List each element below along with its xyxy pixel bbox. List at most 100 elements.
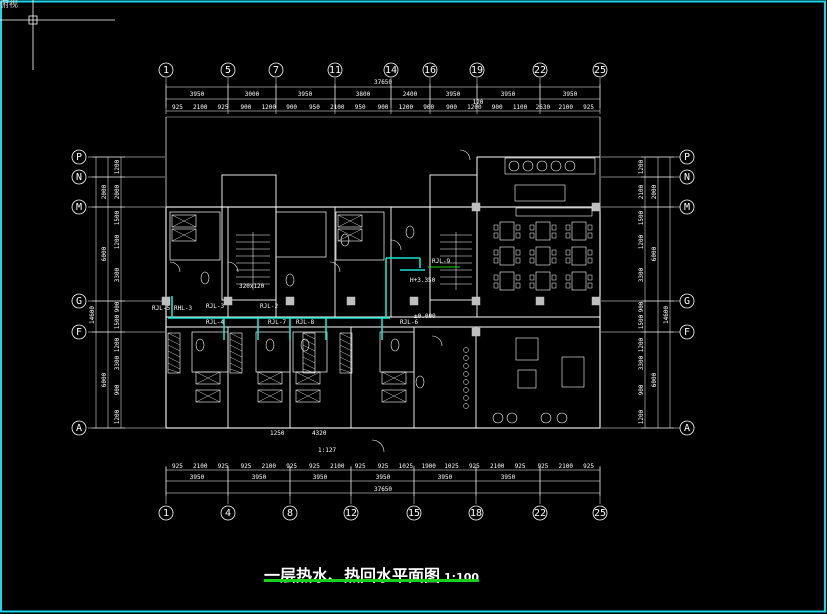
structural-column: [591, 202, 601, 212]
dim-left-detail: 2000: [114, 184, 121, 199]
dim-top-detail: 2100: [330, 104, 345, 111]
dim-left-bay: 6000: [101, 372, 108, 387]
dim-bottom-detail: 1025: [399, 463, 414, 470]
dim-bottom-detail: 2100: [193, 463, 208, 470]
riser-label: RJL-7: [268, 319, 286, 326]
dim-bottom-detail: 1900: [421, 463, 436, 470]
dim-top-bay: 3950: [190, 91, 205, 98]
axis-bubble-right: [679, 293, 695, 309]
dim-right-detail: 3300: [638, 267, 645, 282]
dim-right-detail: 1200: [638, 337, 645, 352]
axis-bubble-right-label: A: [684, 423, 690, 434]
viewport-view-label[interactable]: 俯视: [0, 0, 19, 10]
axis-bubble-top: [422, 62, 438, 78]
dim-top-detail: 900: [446, 104, 457, 111]
stair-core-wall: [221, 174, 277, 301]
dim-top-detail: 900: [241, 104, 252, 111]
dining-chair: [493, 224, 499, 231]
dim-left-bay: 2000: [101, 184, 108, 199]
axis-bubble-bottom: [592, 505, 608, 521]
structural-column: [161, 296, 171, 306]
pipe-shaft: [167, 332, 181, 340]
axis-bubble-bottom-label: 15: [408, 508, 420, 519]
pipe-shaft: [167, 356, 181, 364]
dining-table: [571, 271, 587, 291]
dim-bottom-bay: 3950: [190, 474, 205, 481]
dimension-lines: [92, 84, 674, 496]
pipe-shaft: [229, 362, 243, 370]
axis-bubble-top: [592, 62, 608, 78]
axis-bubble-bottom-label: 25: [594, 508, 606, 519]
shower-tray: [171, 214, 197, 228]
dining-chair: [565, 249, 571, 256]
toilet-fixture: [265, 338, 275, 352]
axis-bubble-bottom: [468, 505, 484, 521]
shower-tray: [171, 228, 197, 242]
dining-chair: [551, 257, 557, 264]
dining-chair: [551, 249, 557, 256]
dim-bottom-detail: 925: [537, 463, 548, 470]
dim-top-bay: 3950: [298, 91, 313, 98]
dim-bottom-detail: 2100: [330, 463, 345, 470]
dim-bottom-detail: 925: [218, 463, 229, 470]
axis-bubble-bottom-label: 4: [225, 508, 231, 519]
dining-chair: [515, 257, 521, 264]
axis-bubble-top: [469, 62, 485, 78]
dining-chair: [529, 224, 535, 231]
shower-tray: [337, 214, 363, 228]
door-swing: [431, 335, 443, 347]
drawing-scale: 1:100: [444, 571, 480, 584]
axis-bubble-right: [679, 324, 695, 340]
axis-bubble-bottom-label: 12: [345, 508, 357, 519]
planter: [463, 363, 469, 369]
toilet-fixture: [285, 273, 295, 287]
shower-tray: [337, 228, 363, 242]
toilet-fixture: [405, 225, 415, 239]
pipe-shaft: [229, 368, 243, 374]
dim-top-detail: 950: [309, 104, 320, 111]
axis-bubble-top: [383, 62, 399, 78]
pipe-shaft: [229, 332, 243, 374]
pipe-shaft: [339, 332, 353, 340]
shower-tray: [195, 371, 221, 385]
door-swing: [169, 261, 181, 273]
shower-tray: [195, 389, 221, 403]
pipe-shaft: [229, 338, 243, 346]
kitchen-counter: [504, 157, 596, 175]
axis-bubble-top-label: 16: [424, 65, 436, 76]
pipe-shaft: [229, 356, 243, 364]
planter: [463, 371, 469, 377]
axis-bubble-left: [71, 199, 87, 215]
shower-tray: [295, 371, 321, 385]
dining-chair: [551, 232, 557, 239]
shower-tray: [257, 371, 283, 385]
axis-bubble-right: [679, 420, 695, 436]
pipe-shaft: [302, 332, 316, 374]
lounge-chair: [556, 412, 568, 424]
axis-bubble-left-label: A: [76, 423, 82, 434]
dim-right-detail: 1500: [638, 314, 645, 329]
dim-right-bay: 6000: [651, 246, 658, 261]
dining-chair: [515, 274, 521, 281]
dim-top-detail: 2630: [536, 104, 551, 111]
bathroom-wall: [191, 331, 229, 373]
dim-left-total: 14600: [89, 306, 96, 324]
riser-label: RJL-3: [206, 303, 224, 310]
axis-bubble-bottom-label: 18: [470, 508, 482, 519]
shower-tray: [171, 214, 197, 228]
dining-chair: [587, 282, 593, 289]
dim-bottom-bay: 3950: [313, 474, 328, 481]
stair-core-wall: [429, 174, 478, 301]
dim-top-detail: 900: [423, 104, 434, 111]
pipe-shaft: [167, 362, 181, 370]
axis-bubble-bottom-label: 1: [163, 508, 169, 519]
title-underline: [264, 579, 480, 582]
axis-bubble-bottom: [532, 505, 548, 521]
dining-chair: [551, 274, 557, 281]
riser-label: RJL-6: [400, 319, 418, 326]
